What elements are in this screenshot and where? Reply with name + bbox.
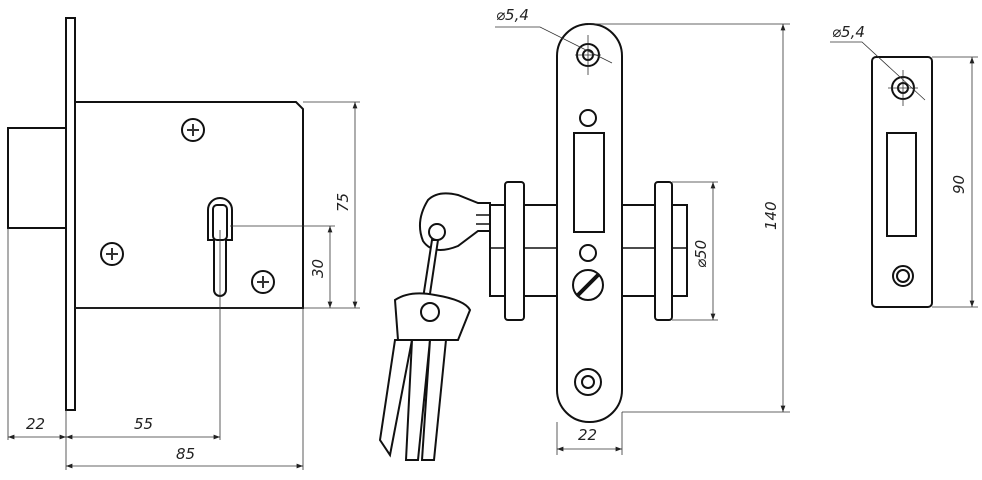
dim-55: 55 (134, 415, 153, 433)
dim-85: 85 (176, 445, 195, 463)
bolt-opening (573, 132, 605, 233)
screw-icon (181, 118, 205, 142)
dim-strike-hole-5-4: ⌀5,4 (832, 23, 865, 41)
slotted-screw-icon (572, 269, 604, 301)
strike-opening (886, 132, 917, 237)
screw-icon (251, 270, 275, 294)
dim-hole-5-4: ⌀5,4 (496, 6, 529, 24)
bolt (7, 127, 67, 229)
dim-22-faceplate: 22 (578, 426, 597, 444)
dim-90: 90 (950, 175, 968, 194)
strike-plate-view: 90 ⌀5,4 (830, 23, 978, 308)
key-in-cylinder (418, 192, 491, 251)
keys (378, 192, 491, 461)
faceplate-side (65, 17, 76, 411)
dim-140: 140 (762, 201, 780, 230)
lock-body (74, 101, 304, 309)
rosette-right (654, 181, 673, 321)
lock-front-view: 140 ⌀50 22 ⌀5,4 (378, 6, 790, 461)
lock-side-view: 75 30 22 55 85 (7, 17, 360, 470)
dim-diameter-50: ⌀50 (692, 240, 710, 268)
rosette-left (504, 181, 525, 321)
dim-75: 75 (334, 193, 352, 212)
dim-22-bolt: 22 (26, 415, 45, 433)
dim-30: 30 (309, 259, 327, 278)
screw-icon (100, 242, 124, 266)
